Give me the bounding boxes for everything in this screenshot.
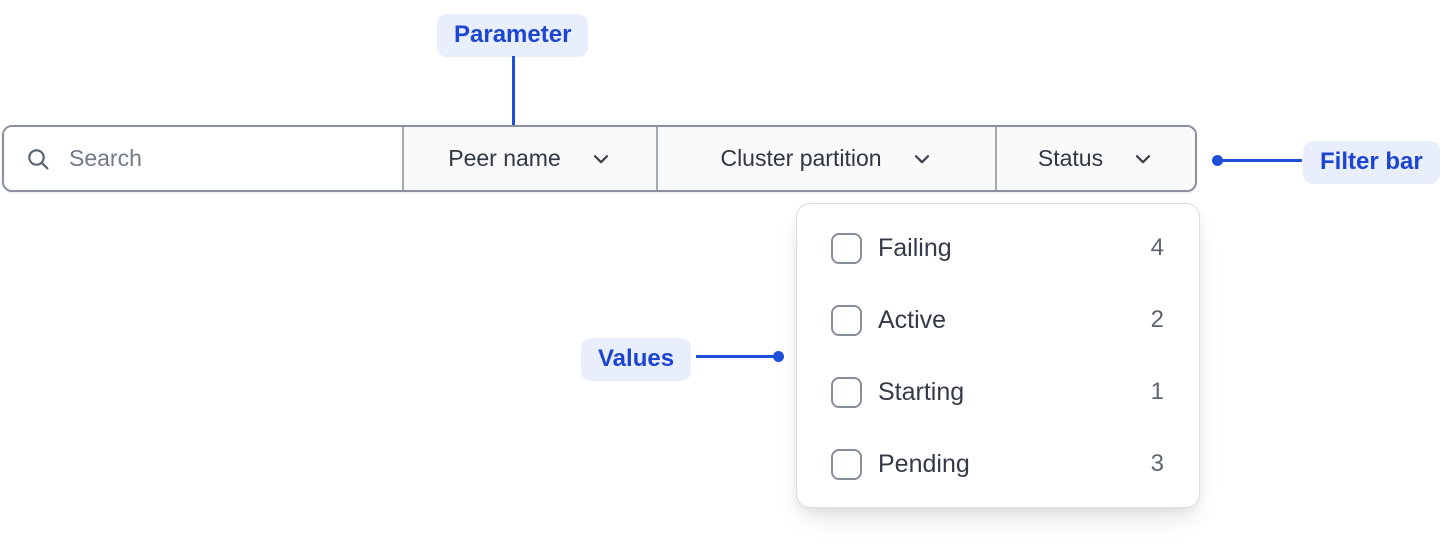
annotation-filter-bar-badge: Filter bar	[1303, 141, 1440, 184]
dropdown-peer-name-label: Peer name	[448, 145, 561, 171]
annotation-filter-bar-line	[1218, 159, 1302, 162]
chevron-down-icon	[914, 154, 929, 163]
chevron-down-icon	[1136, 154, 1151, 163]
option-count: 3	[1150, 450, 1164, 477]
annotation-values-badge: Values	[581, 338, 692, 381]
status-dropdown-panel: Failing 4 Active 2 Starting 1 Pending 3	[796, 203, 1200, 508]
annotation-parameter-badge: Parameter	[437, 14, 589, 57]
option-label: Pending	[878, 449, 970, 478]
option-label: Failing	[878, 233, 952, 262]
search-input[interactable]	[67, 144, 371, 173]
filter-option-starting[interactable]: Starting 1	[831, 356, 1164, 428]
dropdown-peer-name[interactable]: Peer name	[402, 127, 656, 190]
option-count: 4	[1150, 234, 1164, 261]
filter-option-pending[interactable]: Pending 3	[831, 428, 1164, 500]
dropdown-status-label: Status	[1037, 145, 1104, 171]
filter-option-active[interactable]: Active 2	[831, 284, 1164, 356]
annotation-filter-bar-dot	[1212, 155, 1223, 166]
checkbox-pending[interactable]	[831, 448, 862, 480]
checkbox-starting[interactable]	[831, 376, 862, 408]
checkbox-failing[interactable]	[831, 232, 862, 264]
filter-bar: Peer name Cluster partition Status	[2, 125, 1197, 192]
option-label: Starting	[878, 377, 965, 406]
filter-option-failing[interactable]: Failing 4	[831, 212, 1164, 284]
dropdown-cluster-partition-label: Cluster partition	[720, 145, 882, 171]
annotation-values-line	[696, 355, 778, 358]
annotation-parameter-line	[512, 56, 515, 142]
chevron-down-icon	[593, 154, 608, 163]
annotation-values-dot	[773, 351, 784, 362]
dropdown-status[interactable]: Status	[995, 127, 1195, 190]
option-count: 1	[1150, 378, 1164, 405]
option-label: Active	[878, 305, 947, 334]
checkbox-active[interactable]	[831, 304, 862, 336]
option-count: 2	[1150, 306, 1164, 333]
search-icon	[28, 148, 49, 169]
search-section	[4, 127, 402, 190]
dropdown-cluster-partition[interactable]: Cluster partition	[656, 127, 995, 190]
